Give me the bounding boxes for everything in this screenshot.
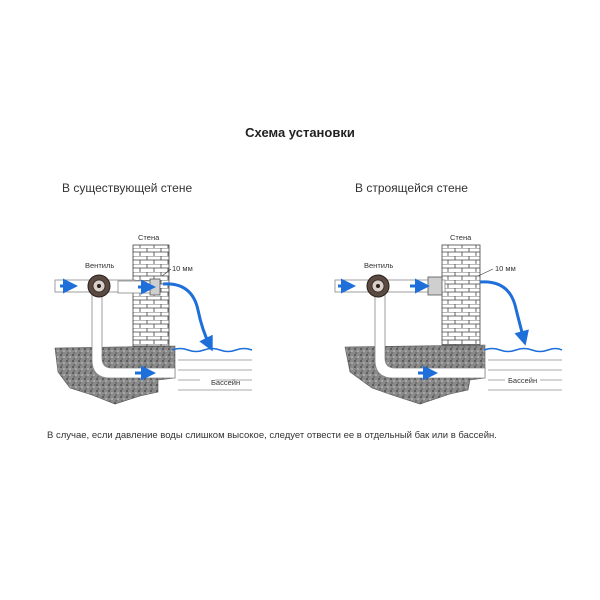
right-drain-pipe xyxy=(374,291,486,379)
left-wall xyxy=(132,244,170,347)
left-drain-pipe xyxy=(91,291,176,379)
left-valve-icon xyxy=(87,274,111,298)
right-wall-label: Стена xyxy=(450,233,472,242)
left-pool-lines xyxy=(178,359,252,391)
right-pool-surface xyxy=(483,347,563,353)
left-valve-label: Вентиль xyxy=(85,261,114,270)
left-wall-label: Стена xyxy=(138,233,160,242)
left-subtitle: В существующей стене xyxy=(62,181,193,195)
pressure-note: В случае, если давление воды слишком выс… xyxy=(47,430,497,441)
right-valve-label: Вентиль xyxy=(364,261,393,270)
right-gap-label: 10 мм xyxy=(495,264,516,273)
right-water-jet xyxy=(479,280,529,346)
left-pool-label: Бассейн xyxy=(211,378,240,387)
right-diagram: Стена Вентиль 10 мм Бассейн xyxy=(334,233,563,405)
left-pool-surface xyxy=(171,347,253,353)
right-pool-label: Бассейн xyxy=(508,376,537,385)
right-valve-icon xyxy=(366,274,390,298)
right-pool-lines xyxy=(488,359,562,391)
left-gap-leader xyxy=(161,268,172,277)
diagram-title: Схема установки xyxy=(245,125,355,140)
left-wall-fitting xyxy=(149,278,161,296)
right-gap-leader xyxy=(477,268,494,277)
left-water-jet xyxy=(162,282,213,352)
left-gap-label: 10 мм xyxy=(172,264,193,273)
right-wall xyxy=(441,244,481,346)
right-subtitle: В строящейся стене xyxy=(355,181,468,195)
right-wall-fitting xyxy=(427,276,443,296)
left-diagram: Стена Вентиль 10 мм Бассейн xyxy=(54,233,253,405)
